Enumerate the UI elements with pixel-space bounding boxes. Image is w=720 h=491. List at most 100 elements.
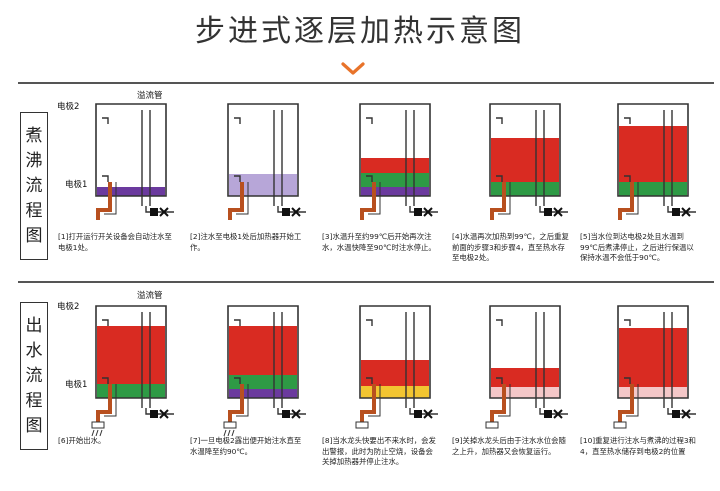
tank-wall	[227, 103, 299, 197]
faucet-icon	[355, 421, 369, 429]
red-water-layer	[491, 138, 559, 182]
overflow-pipe-label: 溢流管	[137, 291, 163, 301]
tank-diagram	[617, 103, 696, 220]
tank-diagram	[359, 103, 438, 220]
tank-wall	[359, 103, 431, 197]
pump-icon	[150, 208, 158, 216]
red-water-layer	[491, 368, 559, 387]
tank-diagram	[227, 103, 306, 220]
pump-icon	[672, 208, 680, 216]
green-water-layer	[361, 173, 429, 187]
electrode2-icon	[496, 117, 503, 124]
outlet-pipe-outline	[104, 384, 117, 417]
tank-diagram	[91, 305, 174, 437]
outlet-pipe	[490, 182, 506, 220]
electrode1-icon	[624, 175, 631, 182]
outflow-label-char: 水	[25, 340, 43, 361]
boiling-label-char: 沸	[25, 150, 43, 171]
electrode2-icon	[624, 117, 631, 124]
outlet-pipe-outline	[104, 182, 117, 215]
lavender-water-layer	[229, 174, 297, 196]
tank-wall	[489, 103, 561, 197]
tank-wall	[359, 305, 431, 399]
electrode2-icon	[496, 319, 503, 326]
outlet-pipe	[228, 182, 244, 220]
tank-wall	[489, 305, 561, 399]
faucet-icon	[613, 421, 627, 429]
stage-caption: [6]开始出水。	[58, 436, 106, 445]
boiling-label-char: 煮	[25, 125, 43, 146]
stage-caption: [8]当水龙头快要出不来水时，会发出警报，此时为防止空烧，设备会关掉加热器并停止…	[322, 436, 436, 466]
valve-icon	[291, 207, 301, 217]
tank-wall	[95, 305, 167, 399]
outlet-pipe	[360, 182, 376, 220]
boiling-label-char: 图	[25, 225, 43, 246]
pink-water-layer	[491, 387, 559, 398]
valve-icon	[681, 207, 691, 217]
electrode1-label: 电极1	[65, 380, 88, 390]
outlet-pipe-outline	[626, 384, 639, 417]
outlet-pipe-outline	[368, 182, 381, 215]
water-drop-icon	[95, 429, 99, 437]
outflow-flow-label: 出 水 流 程 图	[20, 302, 48, 450]
outflow-label-char: 出	[25, 315, 43, 336]
electrode1-label: 电极1	[65, 180, 88, 190]
tank-diagram	[485, 305, 568, 429]
electrode2-icon	[366, 117, 373, 124]
valve-icon	[291, 409, 301, 419]
top-divider	[18, 82, 714, 84]
faucet-icon	[91, 421, 105, 429]
diagram-title: 步进式逐层加热示意图	[195, 14, 525, 49]
yellow-water-layer	[361, 386, 429, 398]
red-water-layer	[361, 360, 429, 386]
water-drop-icon	[99, 429, 103, 437]
faucet-icon	[223, 421, 237, 429]
electrode2-icon	[102, 117, 109, 124]
stage-caption: [7]一旦电极2露出便开始注水直至水温降至约90℃。	[190, 436, 302, 456]
pump-icon	[544, 208, 552, 216]
outlet-pipe	[490, 384, 506, 422]
stage-caption: [1]打开运行开关设备会自动注水至电极1处。	[58, 232, 172, 252]
water-drop-icon	[231, 429, 235, 437]
stage-caption: [9]关掉水龙头后由于注水水位会随之上升，加热器又会恢复运行。	[452, 436, 566, 456]
outflow-label-char: 流	[25, 365, 43, 386]
outlet-pipe-outline	[236, 384, 249, 417]
pink-water-layer	[619, 387, 687, 398]
tank-wall	[617, 103, 689, 197]
stage-caption: [10]重复进行注水与煮沸的过程3和4，直至热水储存到电极2的位置	[580, 436, 696, 456]
electrode1-icon	[366, 377, 373, 384]
tank-diagram	[355, 305, 438, 429]
outlet-pipe	[96, 182, 112, 220]
tank-wall	[227, 305, 299, 399]
tank-diagram	[613, 305, 696, 429]
boiling-flow-label: 煮 沸 流 程 图	[20, 112, 48, 260]
outlet-pipe-outline	[626, 182, 639, 215]
red-water-layer	[97, 326, 165, 384]
valve-icon	[553, 207, 563, 217]
purple-water-layer	[361, 187, 429, 196]
electrode1-icon	[102, 377, 109, 384]
red-water-layer	[619, 328, 687, 387]
electrode1-icon	[366, 175, 373, 182]
electrode1-icon	[102, 175, 109, 182]
valve-icon	[423, 207, 433, 217]
outlet-pipe	[96, 384, 112, 422]
water-drop-icon	[227, 429, 231, 437]
green-water-layer	[97, 384, 165, 398]
pump-icon	[150, 410, 158, 418]
tank-wall	[95, 103, 167, 197]
electrode2-icon	[234, 319, 241, 326]
boiling-label-char: 程	[25, 200, 43, 221]
outlet-pipe-outline	[498, 182, 511, 215]
stage-caption: [4]水温再次加热到99℃，之后重复前面的步骤3和步骤4，直至热水存至电极2处。	[452, 232, 569, 262]
green-water-layer	[619, 182, 687, 196]
outflow-label-char: 程	[25, 390, 43, 411]
outlet-pipe	[228, 384, 244, 422]
outlet-pipe	[618, 182, 634, 220]
water-drop-icon	[223, 429, 227, 437]
electrode2-label: 电极2	[57, 102, 80, 112]
electrode1-icon	[234, 377, 241, 384]
water-drop-icon	[91, 429, 95, 437]
outlet-pipe-outline	[236, 182, 249, 215]
electrode2-label: 电极2	[57, 302, 80, 312]
